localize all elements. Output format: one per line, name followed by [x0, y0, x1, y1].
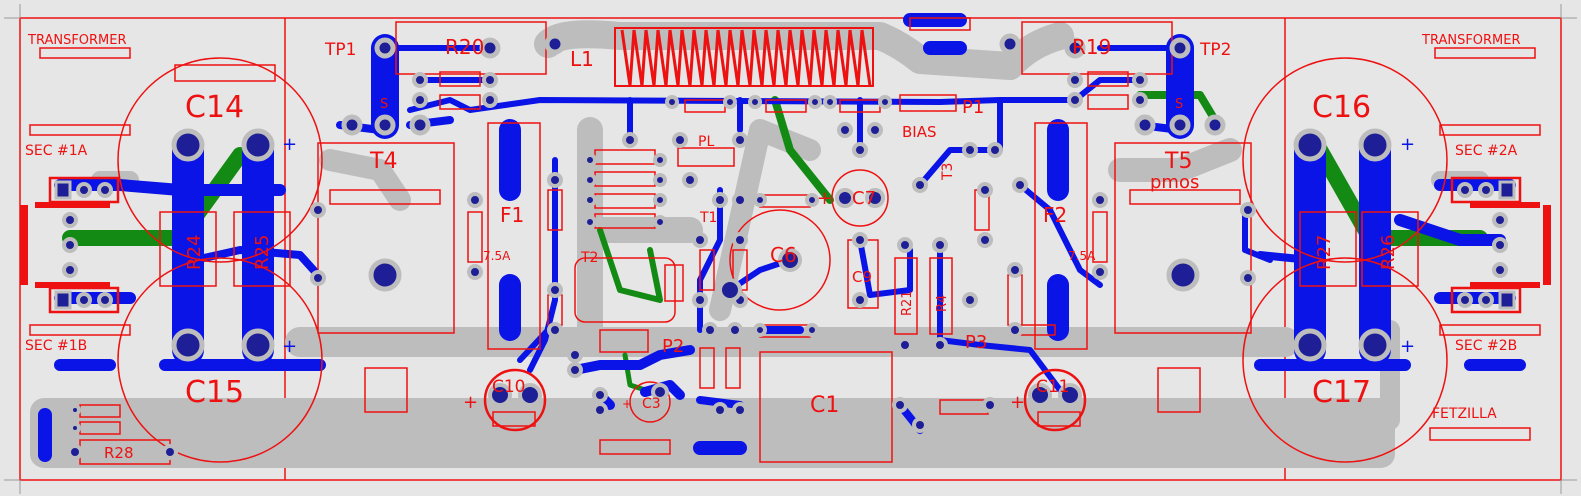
plus-mark: + [1010, 392, 1025, 413]
label-f1: F1 [500, 203, 524, 227]
label-f1-rating: 7.5A [483, 249, 511, 263]
label-r24: R24 [184, 235, 205, 270]
label-r20: R20 [445, 35, 484, 59]
corner-marks [4, 4, 1577, 494]
label-transformer-left: TRANSFORMER [27, 33, 127, 48]
label-r25: R25 [252, 235, 273, 270]
label-r28: R28 [104, 444, 134, 462]
plus-mark: + [1400, 336, 1415, 357]
label-c3: C3 [642, 396, 661, 412]
label-sec1b: SEC #1B [25, 338, 87, 354]
label-l1: L1 [570, 47, 594, 71]
label-t1: T1 [699, 210, 717, 226]
plus-mark: + [817, 188, 832, 209]
inductor-l1 [614, 27, 874, 87]
label-c11: C11 [1036, 377, 1070, 397]
label-t4: T4 [369, 149, 397, 174]
label-c10: C10 [492, 377, 526, 397]
label-sec1a: SEC #1A [25, 143, 88, 159]
label-c7: C7 [852, 188, 876, 209]
plus-mark: + [622, 397, 632, 411]
label-transformer-right: TRANSFORMER [1421, 33, 1521, 48]
label-p1: P1 [962, 97, 984, 118]
label-r26: R26 [1378, 235, 1399, 270]
label-c15: C15 [185, 375, 244, 410]
label-f2: F2 [1043, 203, 1067, 227]
label-c9: C9 [852, 268, 872, 286]
label-bias: BIAS [902, 123, 937, 141]
label-pmos: pmos [1150, 172, 1199, 193]
label-c14: C14 [185, 90, 244, 125]
plus-mark: + [463, 392, 478, 413]
pads [54, 33, 1516, 460]
label-c1: C1 [810, 393, 839, 418]
label-p2: P2 [662, 336, 684, 357]
label-r19: R19 [1072, 35, 1111, 59]
label-c16: C16 [1312, 90, 1371, 125]
label-s-left: S [380, 97, 388, 112]
plus-mark: + [282, 134, 297, 155]
label-f2-rating: 7.5A [1068, 249, 1096, 263]
label-sec2a: SEC #2A [1455, 143, 1518, 159]
label-p3: P3 [965, 332, 987, 353]
plus-mark: + [1400, 134, 1415, 155]
label-pl: PL [698, 134, 714, 150]
plus-mark: + [282, 336, 297, 357]
label-t5: T5 [1164, 149, 1192, 174]
label-tp2: TP2 [1199, 40, 1231, 60]
silkscreen [20, 17, 1551, 465]
label-r27: R27 [1314, 235, 1335, 270]
label-c6: C6 [770, 243, 797, 267]
silkscreen-labels: TRANSFORMER TRANSFORMER SEC #1A SEC #1B … [25, 33, 1521, 462]
label-c17: C17 [1312, 375, 1371, 410]
label-tp1: TP1 [324, 40, 356, 60]
label-t3: T3 [940, 163, 956, 181]
label-r21: R21 [900, 290, 915, 316]
label-sec2b: SEC #2B [1455, 338, 1517, 354]
polarity-marks: + + + + + + + + [282, 134, 1415, 413]
label-fetzilla: FETZILLA [1432, 406, 1497, 422]
label-r4: R4 [935, 295, 950, 312]
label-s-right: S [1175, 97, 1183, 112]
label-t2: T2 [580, 250, 598, 266]
